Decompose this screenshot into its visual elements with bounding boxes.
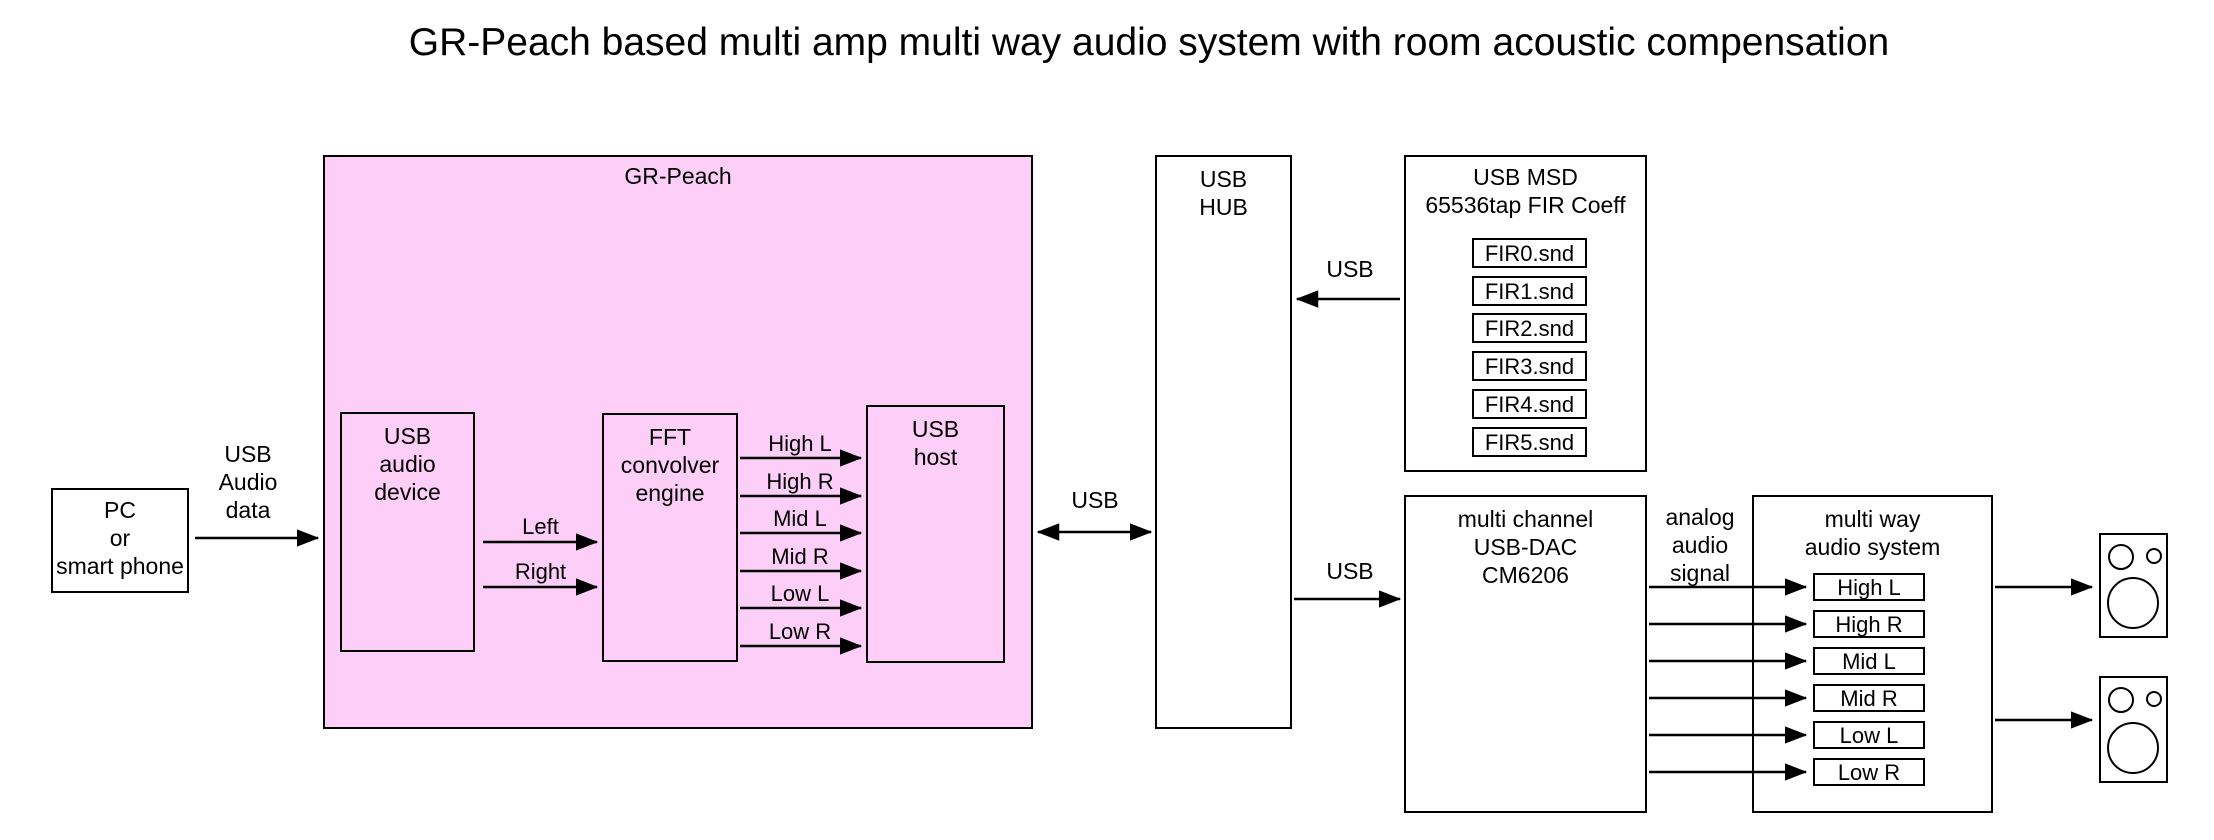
usb-dac-label: multi channel USB-DAC CM6206: [1457, 506, 1594, 588]
fir-file-box-5: FIR5.snd: [1472, 427, 1587, 457]
signal-label-low-r: Low R: [768, 619, 832, 644]
grpeach-label: GR-Peach: [624, 163, 732, 189]
speaker-1: [2099, 533, 2168, 638]
signal-label-mid-l: Mid L: [773, 506, 827, 531]
speaker-1-mid-circle: [2108, 544, 2134, 570]
signal-label-mid-r: Mid R: [771, 544, 829, 569]
channel-box-high-l: High L: [1813, 573, 1925, 601]
fft-convolver-label: FFT convolver engine: [620, 424, 720, 506]
right-label: Right: [514, 559, 567, 584]
channel-box-mid-r: Mid R: [1813, 684, 1925, 712]
speaker-2-woofer-circle: [2107, 722, 2159, 774]
multi-way-label: multi way audio system: [1804, 506, 1941, 560]
fir-file-box-0: FIR0.snd: [1472, 238, 1587, 268]
channel-box-mid-l: Mid L: [1813, 647, 1925, 675]
channel-box-high-r: High R: [1813, 610, 1925, 638]
speaker-1-tweeter-circle: [2146, 548, 2162, 564]
usb-hub-dac-label: USB: [1326, 558, 1374, 584]
fir-file-box-2: FIR2.snd: [1472, 313, 1587, 343]
usb-audio-device-box: USB audio device: [340, 412, 475, 652]
fir-file-box-4: FIR4.snd: [1472, 389, 1587, 419]
usb-msd-label: USB MSD 65536tap FIR Coeff: [1425, 164, 1626, 218]
signal-label-low-l: Low L: [770, 581, 830, 606]
usb-dac-box: multi channel USB-DAC CM6206: [1404, 495, 1647, 813]
usb-bidir-label: USB: [1071, 487, 1119, 513]
speaker-1-woofer-circle: [2107, 577, 2159, 629]
pc-box: PC or smart phone: [51, 488, 189, 593]
left-label: Left: [522, 514, 559, 539]
analog-audio-signal-label: analog audio signal: [1665, 504, 1735, 586]
usb-hub-label: USB HUB: [1199, 166, 1248, 220]
signal-label-high-l: High L: [768, 431, 832, 456]
signal-label-high-r: High R: [766, 469, 834, 494]
pc-box-label: PC or smart phone: [56, 497, 184, 579]
usb-hub-box: USB HUB: [1155, 155, 1292, 729]
usb-host-box: USB host: [866, 405, 1005, 663]
channel-box-low-l: Low L: [1813, 721, 1925, 749]
speaker-2: [2099, 676, 2168, 783]
usb-host-label: USB host: [911, 416, 960, 470]
usb-audio-data-label: USB Audio data: [218, 441, 278, 523]
speaker-2-tweeter-circle: [2146, 691, 2162, 707]
channel-box-low-r: Low R: [1813, 758, 1925, 786]
fir-file-box-1: FIR1.snd: [1472, 276, 1587, 306]
usb-audio-device-label: USB audio device: [374, 423, 441, 505]
usb-msd-hub-label: USB: [1326, 256, 1374, 282]
speaker-2-mid-circle: [2108, 687, 2134, 713]
fir-file-box-3: FIR3.snd: [1472, 351, 1587, 381]
fft-convolver-box: FFT convolver engine: [602, 413, 738, 662]
diagram-title: GR-Peach based multi amp multi way audio…: [408, 21, 1890, 64]
